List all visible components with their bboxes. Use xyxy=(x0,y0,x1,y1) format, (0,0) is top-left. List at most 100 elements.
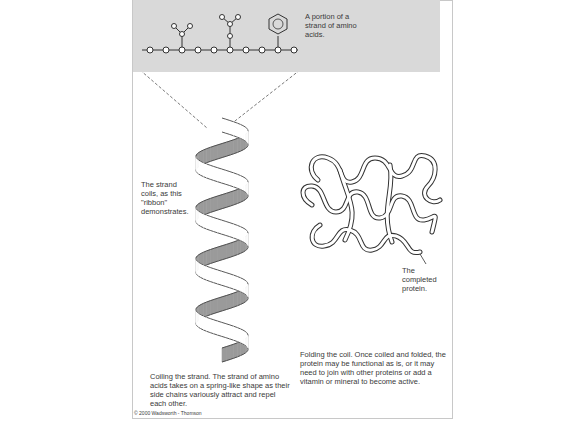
ribbon-segment xyxy=(237,328,240,343)
ribbon-segment xyxy=(230,121,234,136)
amino-acid-art xyxy=(133,0,440,72)
ribbon-segment xyxy=(230,293,234,308)
ribbon-edge xyxy=(210,160,214,161)
ribbon-segment xyxy=(226,273,230,288)
ribbon-edge xyxy=(234,292,237,293)
ribbon-segment xyxy=(222,193,226,208)
ribbon-segment xyxy=(226,345,230,360)
ribbon-edge xyxy=(210,211,214,212)
ribbon-edge xyxy=(226,119,230,120)
ribbon-edge xyxy=(243,344,245,345)
ribbon-edge xyxy=(234,136,237,137)
copyright-note: © 2000 Wadsworth - Thomson xyxy=(134,410,254,416)
ribbon-edge xyxy=(222,169,226,170)
ribbon-edge xyxy=(204,251,207,252)
ribbon-segment xyxy=(234,343,237,358)
ribbon-segment xyxy=(210,248,214,263)
ribbon-edge xyxy=(243,279,245,280)
ribbon-edge xyxy=(243,302,245,303)
ribbon-edge xyxy=(207,331,210,332)
ribbon-segment xyxy=(226,324,230,339)
ribbon-edge xyxy=(214,145,218,146)
ribbon-edge xyxy=(237,188,240,189)
ribbon-edge xyxy=(237,239,240,240)
ribbon-edge xyxy=(226,294,230,295)
ribbon-edge xyxy=(199,262,201,263)
ribbon-edge xyxy=(230,242,234,243)
ribbon-segment xyxy=(210,165,214,180)
ribbon-segment xyxy=(243,228,245,243)
ribbon-edge xyxy=(210,319,214,320)
ribbon-edge xyxy=(234,326,237,327)
ribbon-edge xyxy=(214,312,218,313)
ribbon-segment xyxy=(201,213,204,228)
ribbon-edge xyxy=(222,336,226,337)
ribbon-edge xyxy=(230,274,234,275)
ribbon-edge xyxy=(234,204,237,205)
ribbon-edge xyxy=(226,273,230,274)
ribbon-edge xyxy=(210,146,214,147)
ribbon-segment xyxy=(240,329,243,344)
ribbon-edge xyxy=(230,154,234,155)
ribbon-segment xyxy=(204,214,207,229)
ribbon-edge xyxy=(214,181,218,182)
ribbon-edge xyxy=(240,329,243,330)
folded-protein xyxy=(303,155,440,252)
ribbon-edge xyxy=(210,268,214,269)
ribbon-edge xyxy=(230,135,234,136)
ribbon-segment xyxy=(207,317,210,332)
ribbon-edge xyxy=(230,293,234,294)
ribbon-edge xyxy=(207,264,210,265)
ribbon-edge xyxy=(218,168,222,169)
ribbon-edge xyxy=(222,156,226,157)
ribbon-edge xyxy=(237,253,240,254)
ribbon-edge xyxy=(230,344,234,345)
ribbon-edge xyxy=(226,345,230,346)
ribbon-edge xyxy=(237,137,240,138)
ribbon-segment xyxy=(230,172,234,187)
ribbon-edge xyxy=(234,275,237,276)
ribbon-edge xyxy=(230,256,234,257)
ribbon-segment xyxy=(237,342,240,357)
ribbon-edge xyxy=(210,299,214,300)
ribbon-edge xyxy=(222,234,226,235)
ribbon-segment xyxy=(237,123,240,138)
ribbon-edge xyxy=(207,266,210,267)
zoom-line xyxy=(226,70,300,128)
ribbon-edge xyxy=(210,179,214,180)
ribbon-segment xyxy=(222,142,226,157)
ribbon-edge xyxy=(230,307,234,308)
ribbon-edge xyxy=(204,163,207,164)
ribbon-edge xyxy=(230,205,234,206)
folding-caption: Folding the coil. Once coiled and folded… xyxy=(300,350,446,386)
ribbon-edge xyxy=(214,334,218,335)
ribbon-edge xyxy=(243,251,245,252)
ribbon-edge xyxy=(247,297,248,298)
ribbon-edge xyxy=(222,183,226,184)
ribbon-edge xyxy=(204,279,207,280)
ribbon-edge xyxy=(240,241,243,242)
ribbon-edge xyxy=(237,328,240,329)
ribbon-edge xyxy=(196,307,198,308)
ribbon-edge xyxy=(226,170,230,171)
ribbon-segment xyxy=(222,347,226,362)
ribbon-segment xyxy=(199,211,201,226)
ribbon-segment xyxy=(214,196,218,211)
ribbon-segment xyxy=(226,294,230,309)
ribbon-edge xyxy=(222,296,226,297)
ribbon-edge xyxy=(201,264,204,265)
ribbon-edge xyxy=(230,121,234,122)
ribbon-segment xyxy=(237,276,240,291)
ribbon-edge xyxy=(243,126,245,127)
ribbon-segment xyxy=(210,146,214,161)
ribbon-segment xyxy=(234,173,237,188)
ribbon-edge xyxy=(199,202,201,203)
ribbon-edge xyxy=(222,361,226,362)
ribbon-segment xyxy=(222,118,226,133)
ribbon-edge xyxy=(234,173,237,174)
ribbon-edge xyxy=(218,209,222,210)
ribbon-edge xyxy=(210,313,214,314)
ribbon-edge xyxy=(247,130,248,131)
ribbon-edge xyxy=(243,149,245,150)
ribbon-edge xyxy=(196,205,198,206)
